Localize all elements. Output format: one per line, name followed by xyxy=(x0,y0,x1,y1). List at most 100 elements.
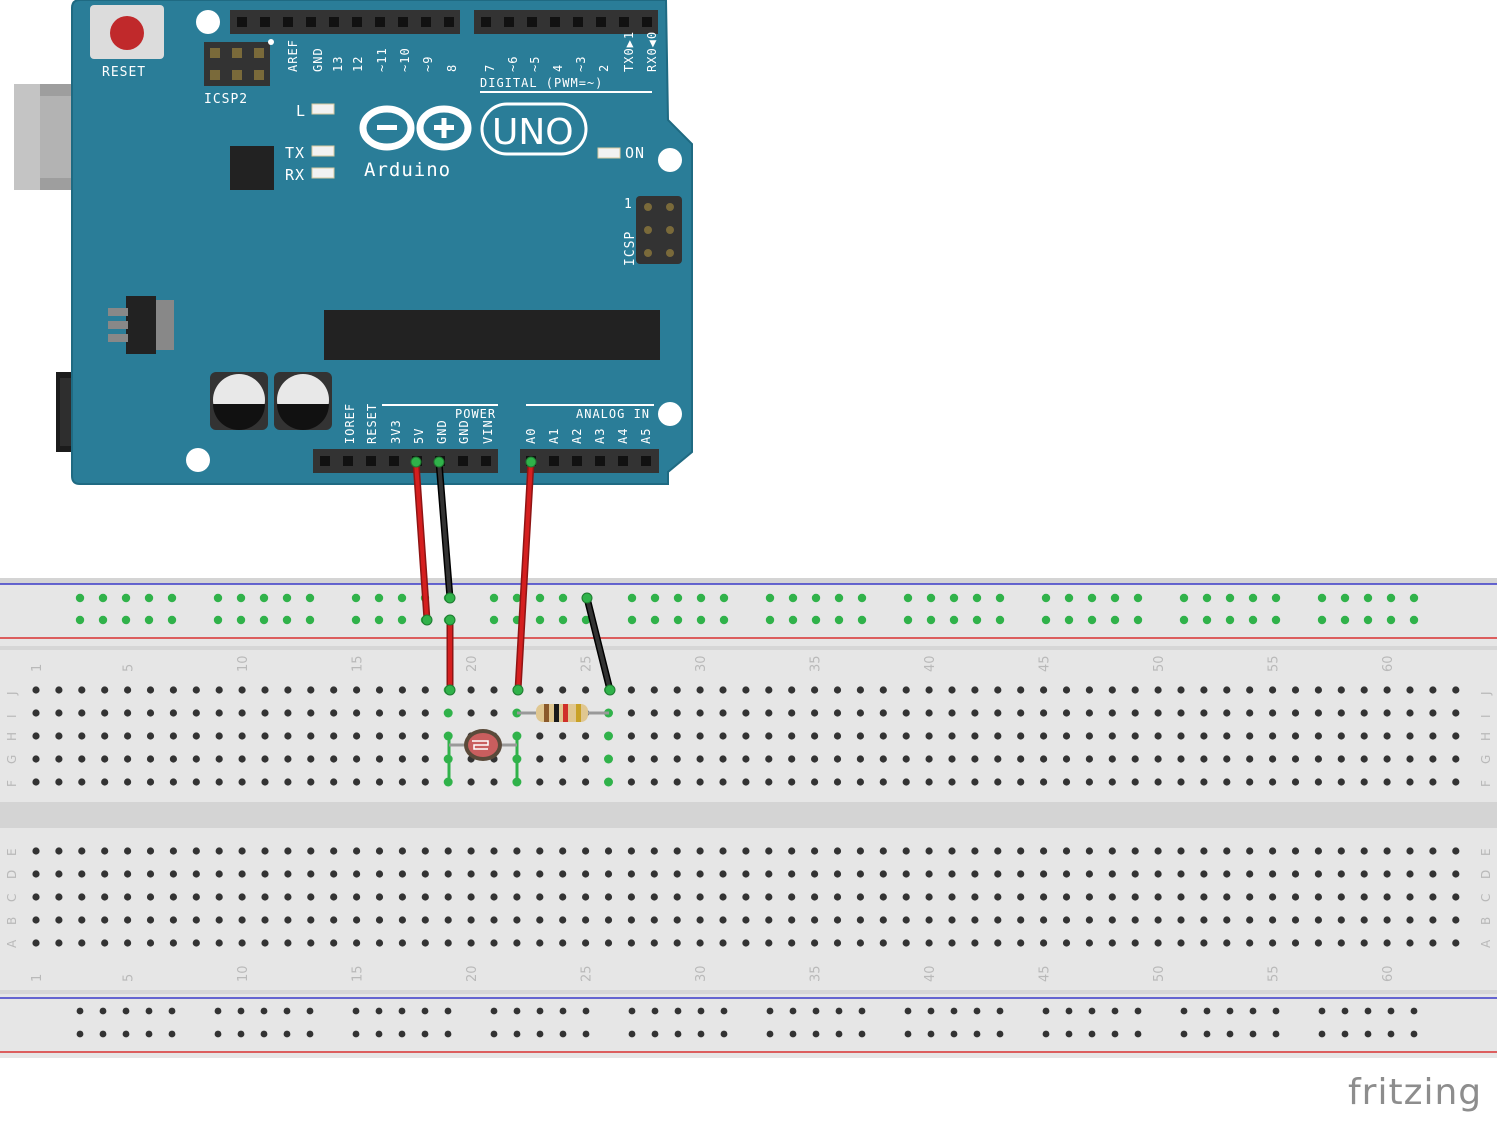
breadboard-hole[interactable] xyxy=(1040,939,1048,947)
rail-hole[interactable] xyxy=(1387,1030,1395,1038)
rail-hole[interactable] xyxy=(305,615,315,625)
rail-hole[interactable] xyxy=(1111,1030,1119,1038)
breadboard-hole[interactable] xyxy=(788,893,796,901)
rail-hole[interactable] xyxy=(972,615,982,625)
header-pin[interactable] xyxy=(306,17,316,27)
rail-hole[interactable] xyxy=(696,593,706,603)
rail-hole[interactable] xyxy=(973,1007,981,1015)
breadboard-hole[interactable] xyxy=(1085,893,1093,901)
rail-hole[interactable] xyxy=(305,593,315,603)
breadboard-hole[interactable] xyxy=(1360,870,1368,878)
rail-hole[interactable] xyxy=(1110,615,1120,625)
breadboard-hole[interactable] xyxy=(742,916,750,924)
breadboard-hole[interactable] xyxy=(971,778,979,786)
breadboard-hole[interactable] xyxy=(1291,916,1300,924)
breadboard-hole[interactable] xyxy=(1200,686,1208,694)
breadboard-hole[interactable] xyxy=(1360,893,1368,901)
breadboard-hole[interactable] xyxy=(765,870,773,878)
breadboard-hole[interactable] xyxy=(353,893,361,901)
rail-hole[interactable] xyxy=(812,1030,820,1038)
breadboard-hole[interactable] xyxy=(284,686,292,694)
rail-hole[interactable] xyxy=(259,593,269,603)
breadboard-hole[interactable] xyxy=(421,709,429,717)
breadboard-hole[interactable] xyxy=(765,893,773,901)
breadboard-hole[interactable] xyxy=(925,870,933,878)
breadboard-hole[interactable] xyxy=(902,755,910,763)
breadboard-hole[interactable] xyxy=(261,778,269,786)
rail-hole[interactable] xyxy=(352,1007,360,1015)
breadboard-hole[interactable] xyxy=(1429,709,1437,717)
breadboard-hole[interactable] xyxy=(994,870,1002,878)
rail-hole[interactable] xyxy=(76,1030,84,1038)
breadboard-hole[interactable] xyxy=(1085,778,1093,786)
rail-hole[interactable] xyxy=(628,1007,636,1015)
rail-hole[interactable] xyxy=(834,615,844,625)
rail-hole[interactable] xyxy=(950,1007,958,1015)
rail-hole[interactable] xyxy=(236,593,246,603)
breadboard-hole[interactable] xyxy=(742,893,750,901)
breadboard-hole[interactable] xyxy=(582,847,590,855)
rail-hole[interactable] xyxy=(1249,1030,1257,1038)
rail-hole[interactable] xyxy=(1064,593,1074,603)
breadboard-hole[interactable] xyxy=(627,847,636,855)
wire-endpoint[interactable] xyxy=(512,684,524,696)
rail-hole[interactable] xyxy=(536,1030,544,1038)
rail-hole[interactable] xyxy=(1409,593,1419,603)
breadboard-hole[interactable] xyxy=(55,870,63,878)
breadboard-hole[interactable] xyxy=(1062,732,1071,740)
breadboard-hole[interactable] xyxy=(1383,778,1391,786)
breadboard-hole[interactable] xyxy=(421,686,429,694)
breadboard-hole[interactable] xyxy=(811,847,819,855)
breadboard-hole[interactable] xyxy=(124,755,132,763)
breadboard-hole[interactable] xyxy=(1452,916,1460,924)
breadboard-hole[interactable] xyxy=(788,778,796,786)
rail-hole[interactable] xyxy=(306,1007,314,1015)
breadboard-hole[interactable] xyxy=(536,870,544,878)
breadboard-hole[interactable] xyxy=(1017,686,1025,694)
breadboard-hole[interactable] xyxy=(1269,778,1277,786)
breadboard-hole[interactable] xyxy=(971,755,979,763)
breadboard-hole[interactable] xyxy=(948,916,956,924)
breadboard-hole[interactable] xyxy=(948,939,956,947)
breadboard-hole[interactable] xyxy=(1429,916,1437,924)
rail-hole[interactable] xyxy=(1203,1030,1211,1038)
breadboard-hole[interactable] xyxy=(444,939,452,947)
breadboard-hole[interactable] xyxy=(353,778,361,786)
breadboard-hole[interactable] xyxy=(719,709,727,717)
rail-hole[interactable] xyxy=(535,593,545,603)
breadboard-hole[interactable] xyxy=(1085,709,1093,717)
breadboard-hole[interactable] xyxy=(330,778,338,786)
breadboard-hole[interactable] xyxy=(696,916,704,924)
rail-hole[interactable] xyxy=(1317,593,1327,603)
breadboard-hole[interactable] xyxy=(1314,732,1322,740)
breadboard-hole[interactable] xyxy=(1223,778,1231,786)
rail-hole[interactable] xyxy=(375,1030,383,1038)
breadboard-hole[interactable] xyxy=(421,778,429,786)
breadboard-hole[interactable] xyxy=(398,916,406,924)
breadboard-hole[interactable] xyxy=(1406,732,1414,740)
breadboard-hole[interactable] xyxy=(1040,732,1048,740)
breadboard-hole[interactable] xyxy=(467,847,475,855)
breadboard-hole[interactable] xyxy=(124,916,132,924)
breadboard-hole[interactable] xyxy=(536,755,544,763)
breadboard-hole[interactable] xyxy=(1383,939,1391,947)
rail-hole[interactable] xyxy=(1409,615,1419,625)
breadboard-hole[interactable] xyxy=(833,916,842,924)
breadboard-hole[interactable] xyxy=(1429,870,1437,878)
header-pin[interactable] xyxy=(320,456,330,466)
breadboard-hole[interactable] xyxy=(398,893,406,901)
header-pin[interactable] xyxy=(366,456,376,466)
breadboard-hole[interactable] xyxy=(444,847,452,855)
breadboard-hole[interactable] xyxy=(215,870,223,878)
breadboard-hole[interactable] xyxy=(1154,893,1162,901)
breadboard-hole[interactable] xyxy=(673,916,681,924)
breadboard-hole[interactable] xyxy=(330,939,338,947)
rail-hole[interactable] xyxy=(1226,1007,1234,1015)
breadboard-hole[interactable] xyxy=(559,686,567,694)
breadboard-hole[interactable] xyxy=(398,939,406,947)
breadboard-hole[interactable] xyxy=(215,893,223,901)
breadboard-hole[interactable] xyxy=(169,939,177,947)
breadboard-hole[interactable] xyxy=(1085,686,1093,694)
breadboard-hole[interactable] xyxy=(1223,870,1231,878)
breadboard-hole[interactable] xyxy=(604,870,613,878)
